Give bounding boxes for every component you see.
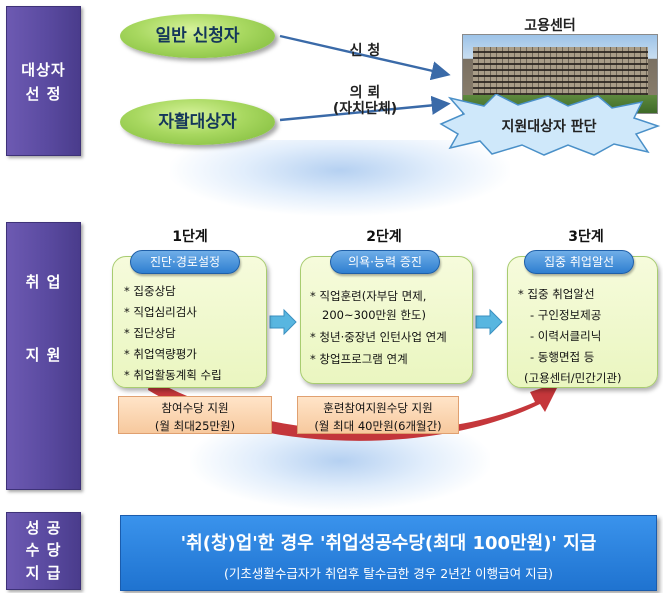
stage-panel-1 (112, 256, 267, 388)
list-item: - 이력서클리닉 (530, 329, 602, 343)
stage-panel-3 (507, 256, 658, 388)
list-item: * 집단상담 (124, 326, 176, 340)
success-allowance-sub: (기초생활수급자가 취업후 탈수급한 경우 2년간 이행급여 지급) (223, 566, 554, 581)
section-selection: 대상자 선 정 (6, 6, 81, 156)
support-line: (월 최대25만원) (154, 419, 236, 433)
flow-glow-2 (190, 428, 490, 510)
support-line: 훈련참여지원수당 지원 (323, 401, 433, 415)
request-label: 의 뢰 (349, 85, 381, 101)
stage-pill: 진단·경로설정 (130, 250, 240, 274)
section-success-allowance: 성 공 수 당 지 급 (6, 512, 81, 590)
stage-panel-2 (300, 256, 473, 384)
section-label-line: 지 원 (25, 346, 62, 364)
stage-pill: 집중 취업알선 (524, 250, 634, 274)
judgment-starburst-icon (439, 94, 661, 156)
request-arrow (279, 95, 451, 122)
section-label-line: 지 급 (25, 564, 62, 582)
list-item: * 취업역량평가 (124, 347, 197, 361)
list-item: * 창업프로그램 연계 (310, 352, 408, 366)
section-label-line: 수 당 (25, 541, 62, 559)
list-item: * 취업활동계획 수립 (124, 368, 222, 382)
request-sub-label: (자치단체) (332, 101, 398, 117)
list-item: * 청년·중장년 인턴사업 연계 (310, 330, 447, 344)
flow-glow-1 (170, 140, 510, 216)
step-arrow-icon (475, 308, 503, 336)
list-item: - 구인정보제공 (530, 308, 602, 322)
support-box-1: 참여수당 지원 (월 최대25만원) (118, 396, 272, 434)
list-item: (고용센터/민간기관) (524, 371, 622, 385)
step-arrow-icon (269, 308, 297, 336)
apply-arrow (279, 34, 451, 81)
list-item: * 집중 취업알선 (518, 287, 595, 301)
success-allowance-main: '취(창)업'한 경우 '취업성공수당(최대 100만원)' 지급 (180, 533, 597, 554)
stage-pill: 의욕·능력 증진 (330, 250, 440, 274)
judgment-label: 지원대상자 판단 (501, 119, 597, 135)
list-item: * 직업심리검사 (124, 305, 197, 319)
list-item: * 직업훈련(자부담 면제, (310, 289, 427, 303)
list-item: - 동행면접 등 (530, 350, 595, 364)
section-label-line: 선 정 (25, 85, 62, 103)
section-label-line: 대상자 (21, 61, 66, 79)
section-label-line: 성 공 (25, 519, 62, 537)
support-box-2: 훈련참여지원수당 지원 (월 최대 40만원(6개월간) (297, 396, 459, 434)
section-label-line: 취 업 (25, 273, 62, 291)
general-applicant-oval: 일반 신청자 (120, 14, 275, 58)
success-allowance-box: '취(창)업'한 경우 '취업성공수당(최대 100만원)' 지급 (기초생활수… (120, 515, 657, 591)
support-line: (월 최대 40만원(6개월간) (314, 419, 442, 433)
support-line: 참여수당 지원 (161, 401, 229, 415)
center-name: 고용센터 (524, 18, 576, 34)
stage-title: 1단계 (172, 229, 208, 245)
list-item: * 집중상담 (124, 284, 176, 298)
list-item: 200~300만원 한도) (322, 308, 426, 322)
stage-title: 2단계 (366, 229, 402, 245)
selfsupport-target-oval: 자활대상자 (120, 99, 275, 145)
section-employment-support: 취 업 지 원 (6, 222, 81, 490)
apply-label: 신 청 (349, 43, 381, 59)
stage-title: 3단계 (568, 229, 604, 245)
